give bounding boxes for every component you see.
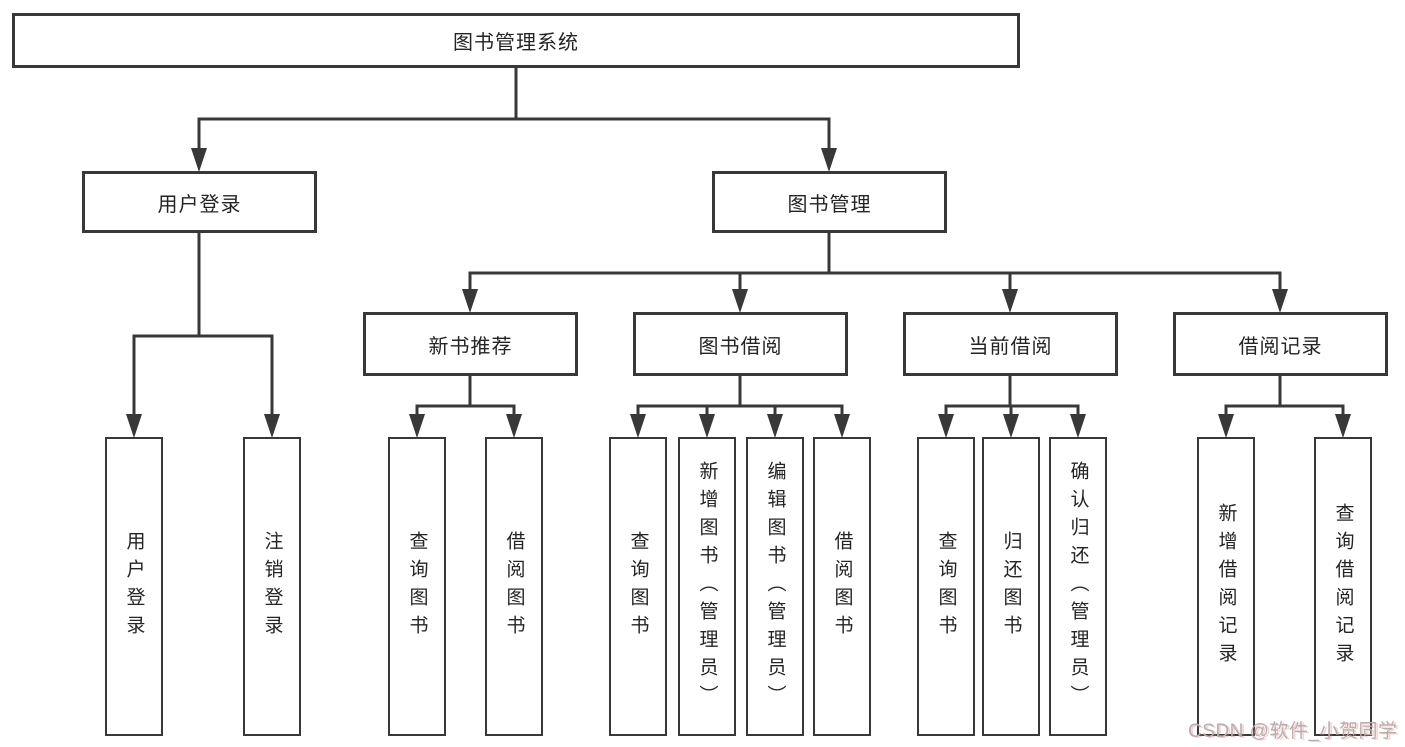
leaf-add-borrow-record-label: 新增借阅记录 xyxy=(1215,502,1237,671)
leaf-add-borrow-record: 新增借阅记录 xyxy=(1197,437,1255,736)
leaf-logout: 注销登录 xyxy=(243,437,301,736)
leaf-borrow-book-recommend: 借阅图书 xyxy=(485,437,543,736)
node-book-management-label: 图书管理 xyxy=(787,193,872,216)
csdn-watermark: CSDN @软件_小贺同学 xyxy=(1188,721,1398,742)
leaf-query-book-borrowing: 查询图书 xyxy=(609,437,667,736)
arrowheads xyxy=(126,148,1351,438)
leaf-user-login-label: 用户登录 xyxy=(123,530,145,643)
leaf-query-book-recommend-label: 查询图书 xyxy=(406,530,428,643)
node-user-login-label: 用户登录 xyxy=(157,193,242,216)
node-user-login: 用户登录 xyxy=(82,171,317,233)
leaf-query-book-current-label: 查询图书 xyxy=(935,530,957,643)
leaf-add-book-admin-label: 新增图书（管理员） xyxy=(696,460,718,713)
node-book-borrowing: 图书借阅 xyxy=(633,312,848,376)
leaf-borrow-book-label: 借阅图书 xyxy=(831,530,853,643)
node-borrow-records-label: 借阅记录 xyxy=(1238,335,1323,358)
leaf-borrow-book-recommend-label: 借阅图书 xyxy=(503,530,525,643)
node-new-book-recommend-label: 新书推荐 xyxy=(428,335,513,358)
leaf-borrow-book: 借阅图书 xyxy=(813,437,871,736)
leaf-confirm-return-admin-label: 确认归还（管理员） xyxy=(1067,460,1089,713)
node-new-book-recommend: 新书推荐 xyxy=(363,312,578,376)
node-root-system: 图书管理系统 xyxy=(12,13,1020,68)
node-borrow-records: 借阅记录 xyxy=(1173,312,1388,376)
node-current-borrowing-label: 当前借阅 xyxy=(968,335,1053,358)
leaf-query-borrow-record-label: 查询借阅记录 xyxy=(1332,502,1354,671)
leaf-add-book-admin: 新增图书（管理员） xyxy=(678,437,736,736)
leaf-query-book-borrowing-label: 查询图书 xyxy=(627,530,649,643)
leaf-return-book: 归还图书 xyxy=(982,437,1040,736)
node-book-management: 图书管理 xyxy=(712,171,947,233)
leaf-query-borrow-record: 查询借阅记录 xyxy=(1314,437,1372,736)
node-current-borrowing: 当前借阅 xyxy=(903,312,1118,376)
leaf-logout-label: 注销登录 xyxy=(261,530,283,643)
node-book-borrowing-label: 图书借阅 xyxy=(698,335,783,358)
leaf-edit-book-admin: 编辑图书（管理员） xyxy=(746,437,804,736)
leaf-return-book-label: 归还图书 xyxy=(1000,530,1022,643)
leaf-edit-book-admin-label: 编辑图书（管理员） xyxy=(764,460,786,713)
leaf-user-login: 用户登录 xyxy=(105,437,163,736)
leaf-query-book-recommend: 查询图书 xyxy=(388,437,446,736)
leaf-confirm-return-admin: 确认归还（管理员） xyxy=(1049,437,1107,736)
leaf-query-book-current: 查询图书 xyxy=(917,437,975,736)
node-root-label: 图书管理系统 xyxy=(453,32,579,54)
